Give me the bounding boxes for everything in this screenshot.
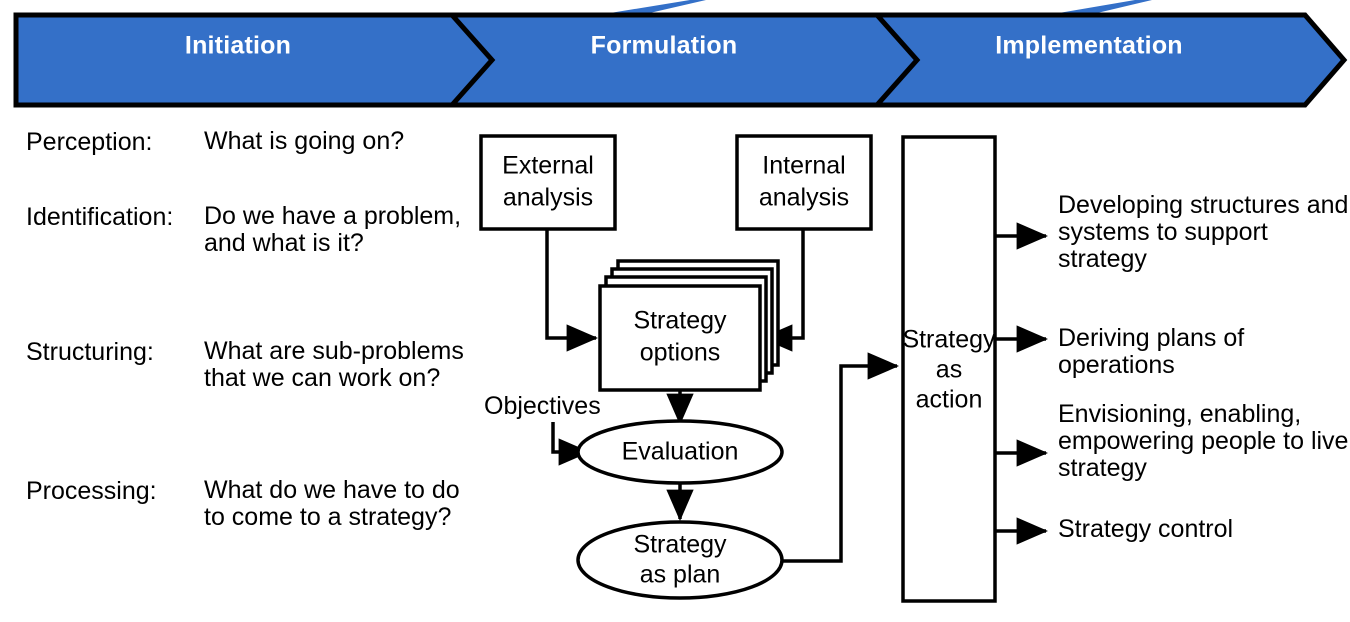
left-desc-structuring: What are sub-problems that we can work o… xyxy=(204,337,464,392)
outcome-developing-structures: Developing structures and systems to sup… xyxy=(1058,191,1349,273)
outcome-deriving-plans: Deriving plans of operations xyxy=(1058,324,1245,379)
external-analysis-line1: External xyxy=(502,152,594,180)
strategy-as-action-line1: Strategy xyxy=(902,326,996,354)
banner-divider-1 xyxy=(450,13,496,107)
phase-banner xyxy=(13,0,1348,108)
external-analysis-box[interactable] xyxy=(479,134,617,231)
connector-plan-to-action xyxy=(782,352,900,563)
evaluation-label: Evaluation xyxy=(622,438,739,466)
left-term-perception: Perception: xyxy=(26,128,153,156)
strategy-options-line1: Strategy xyxy=(633,307,727,335)
strategy-as-action-line3: action xyxy=(916,386,983,414)
strategy-options-box[interactable] xyxy=(598,284,762,392)
strategy-as-action-line2: as xyxy=(936,356,962,384)
objectives-label: Objectives xyxy=(484,392,601,420)
left-term-structuring: Structuring: xyxy=(26,338,154,366)
left-desc-perception: What is going on? xyxy=(204,127,405,155)
left-term-identification: Identification: xyxy=(26,203,174,231)
connector-external-to-options xyxy=(545,229,599,352)
left-desc-identification: Do we have a problem, and what is it? xyxy=(204,202,462,257)
strategy-options-line2: options xyxy=(640,339,721,367)
internal-analysis-box[interactable] xyxy=(735,134,873,231)
internal-analysis-line1: Internal xyxy=(762,152,845,180)
strategy-as-plan-line2: as plan xyxy=(640,561,721,589)
left-term-processing: Processing: xyxy=(26,477,157,505)
external-analysis-line2: analysis xyxy=(503,184,593,212)
outcome-envisioning-enabling: Envisioning, enabling, empowering people… xyxy=(1058,400,1349,482)
banner-body xyxy=(13,12,1348,108)
banner-divider-2 xyxy=(875,13,921,107)
strategy-as-plan-line1: Strategy xyxy=(633,531,727,559)
strategy-as-action-box[interactable] xyxy=(901,135,997,603)
internal-analysis-line2: analysis xyxy=(759,184,849,212)
left-desc-processing: What do we have to do to come to a strat… xyxy=(204,476,460,531)
outcome-strategy-control: Strategy control xyxy=(1058,515,1234,543)
